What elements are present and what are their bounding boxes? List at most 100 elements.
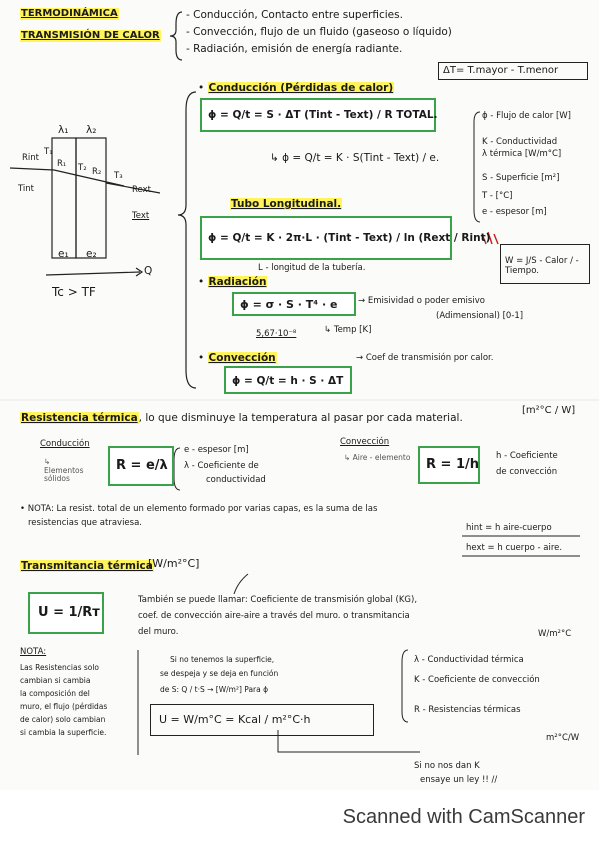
wall-layer-2 xyxy=(75,137,107,259)
legend-e: e - espesor [m] xyxy=(482,207,547,217)
modes-bracket xyxy=(169,11,183,61)
transm-unit-right: W/m²°C xyxy=(538,629,572,639)
bottom-arrow xyxy=(277,730,420,753)
nota-line-5: de calor) solo cambian xyxy=(20,715,106,724)
legend2-bracket xyxy=(401,649,409,723)
q-arrow xyxy=(45,271,141,276)
mid-line-1: Si no tenemos la superficie, xyxy=(170,655,275,664)
delta-t-box: ΔT= T.mayor - T.menor xyxy=(438,62,588,80)
res-cond-box: R = e/λ xyxy=(108,446,174,486)
nota-heading: NOTA: xyxy=(20,647,47,657)
title-termodinamica: TERMODINÁMICA xyxy=(20,8,119,20)
temp-line-3 xyxy=(105,182,161,194)
legend-s: S - Superficie [m²] xyxy=(482,173,560,183)
diagram-lambda1: λ₁ xyxy=(58,124,69,136)
watt-formula: W = J/S - Calor / - Tiempo. xyxy=(505,256,579,276)
nota-line-3: la composición del xyxy=(20,689,90,698)
transm-desc-3: del muro. xyxy=(138,627,179,637)
scanned-notes-page: TERMODINÁMICA TRANSMISIÓN DE CALOR - Con… xyxy=(0,8,599,785)
unit-bottom: m²°C/W xyxy=(546,733,580,743)
mode-radiacion: - Radiación, emisión de energía radiante… xyxy=(186,43,403,55)
q-arrow-head xyxy=(135,267,144,277)
diagram-r2: R₂ xyxy=(92,167,102,177)
diagram-lambda2: λ₂ xyxy=(86,124,97,136)
conduccion-formula: ϕ = Q/t = S · ΔT (Tint - Text) / R TOTAL… xyxy=(208,109,438,121)
legend-flujo: ϕ - Flujo de calor [W] xyxy=(482,111,571,121)
transmitancia-formula-box: U = 1/Rт xyxy=(28,592,104,634)
diagram-q: Q xyxy=(144,265,153,277)
transmitancia-formula: U = 1/Rт xyxy=(38,605,100,620)
mode-conveccion: - Convección, flujo de un fluido (gaseos… xyxy=(186,26,452,38)
diagram-e2: e₂ xyxy=(86,248,97,260)
diagram-tint: Tint xyxy=(18,184,35,194)
diagram-t1: T₁ xyxy=(44,147,53,157)
nota-line-1: Las Resistencias solo xyxy=(20,663,100,672)
res-cond-formula: R = e/λ xyxy=(116,458,168,473)
res-nota-line2: resistencias que atraviesa. xyxy=(28,518,142,528)
res-nota-line1: • NOTA: La resist. total de un elemento … xyxy=(20,504,378,514)
title-transmision-calor: TRANSMISIÓN DE CALOR xyxy=(20,30,161,42)
conveccion-formula: ϕ = Q/t = h · S · ΔT xyxy=(232,375,344,387)
diagram-t3: T₃ xyxy=(114,171,123,181)
emisividad-note: → Emisividad o poder emisivo xyxy=(358,296,485,306)
hext-formula: hext = h cuerpo - aire. xyxy=(466,543,563,553)
res-conv-legend-h: h - Coeficiente xyxy=(496,451,558,461)
res-cond-legend-e: e - espesor [m] xyxy=(184,445,249,455)
nota-line-6: si cambia la superficie. xyxy=(20,728,107,737)
res-cond-legend-lambda: λ - Coeficiente de xyxy=(184,461,259,471)
notes-drawing xyxy=(0,11,599,755)
alert-mark-2 xyxy=(487,231,493,245)
res-cond-label: Conducción xyxy=(40,439,90,449)
curved-arrow xyxy=(233,573,249,595)
diagram-rint: Rint xyxy=(22,153,39,163)
watt-box: W = J/S - Calor / - Tiempo. xyxy=(500,244,590,284)
scanner-footer: Scanned with CamScanner xyxy=(0,790,599,848)
res-cond-sub: ↳ Elementos sólidos xyxy=(44,457,84,484)
emisividad-range: (Adimensional) [0-1] xyxy=(436,311,524,321)
conveccion-note: → Coef de transmisión por calor. xyxy=(356,353,494,363)
bottom-text: Si no nos dan K xyxy=(414,761,480,771)
legend2-lambda: λ - Conductividad térmica xyxy=(414,655,524,665)
resistencia-line: Resistencia térmica, lo que disminuye la… xyxy=(20,412,463,424)
transm-desc-2: coef. de convección aire-aire a través d… xyxy=(138,611,410,621)
tubo-note: L - longitud de la tubería. xyxy=(258,263,366,273)
temp-line-2 xyxy=(53,169,125,187)
diagram-r1: R₁ xyxy=(57,159,67,169)
diagram-text: Text xyxy=(132,211,150,221)
legend-bracket xyxy=(473,111,481,223)
temp-note: ↳ Temp [K] xyxy=(324,325,372,335)
conduccion-heading: • Conducción (Pérdidas de calor) xyxy=(198,82,395,94)
tubo-formula: ϕ = Q/t = K · 2π·L · (Tint - Text) / ln … xyxy=(208,232,491,244)
conduccion-formula-box: ϕ = Q/t = S · ΔT (Tint - Text) / R TOTAL… xyxy=(200,98,438,132)
tubo-formula-box: ϕ = Q/t = K · 2π·L · (Tint - Text) / ln … xyxy=(200,216,490,260)
mode-conduccion: - Conducción, Contacto entre superficies… xyxy=(186,9,403,21)
res-conv-legend-conv: de convección xyxy=(496,467,558,477)
transm-desc-1: También se puede llamar: Coeficiente de … xyxy=(138,595,418,605)
legend-lambda: λ térmica [W/m°C] xyxy=(482,149,562,159)
conveccion-formula-box: ϕ = Q/t = h · S · ΔT xyxy=(224,366,352,394)
radiacion-formula-box: ϕ = σ · S · T⁴ · e xyxy=(232,292,356,316)
legend2-r: R - Resistencias térmicas xyxy=(414,705,521,715)
alert-mark-3 xyxy=(493,233,499,245)
transmitancia-unit: [W/m²°C] xyxy=(148,557,200,570)
nota-line-4: muro, el flujo (pérdidas xyxy=(20,702,108,711)
radiacion-heading: • Radiación xyxy=(198,276,268,288)
res-conv-sub: ↳ Aire - elemento xyxy=(344,453,411,462)
diagram-t2: T₂ xyxy=(78,163,87,173)
legend-k: K - Conductividad xyxy=(482,137,558,147)
tubo-heading: Tubo Longitudinal. xyxy=(230,198,343,211)
conveccion-heading: • Convección xyxy=(198,352,277,364)
transmitancia-heading: Transmitancia térmica xyxy=(20,560,154,573)
res-conv-box: R = 1/h xyxy=(418,446,480,484)
scanner-watermark: Scanned with CamScanner xyxy=(342,806,585,828)
alert-mark-1 xyxy=(481,233,487,245)
conduccion-formula-2: ↳ ϕ = Q/t = K · S(Tint - Text) / e. xyxy=(270,152,440,164)
wall-layer-1 xyxy=(51,137,77,259)
resistencia-unit: [m²°C / W] xyxy=(522,405,576,416)
delta-t-formula: ΔT= T.mayor - T.menor xyxy=(443,65,559,76)
nota-line-2: cambian si cambia xyxy=(20,676,91,685)
hint-formula: hint = h aire-cuerpo xyxy=(466,523,552,533)
legend2-k: K - Coeficiente de convección xyxy=(414,675,540,685)
diagram-tc-tf: Tc > TF xyxy=(52,285,96,299)
sigma-value: 5,67·10⁻⁸ xyxy=(256,329,297,339)
